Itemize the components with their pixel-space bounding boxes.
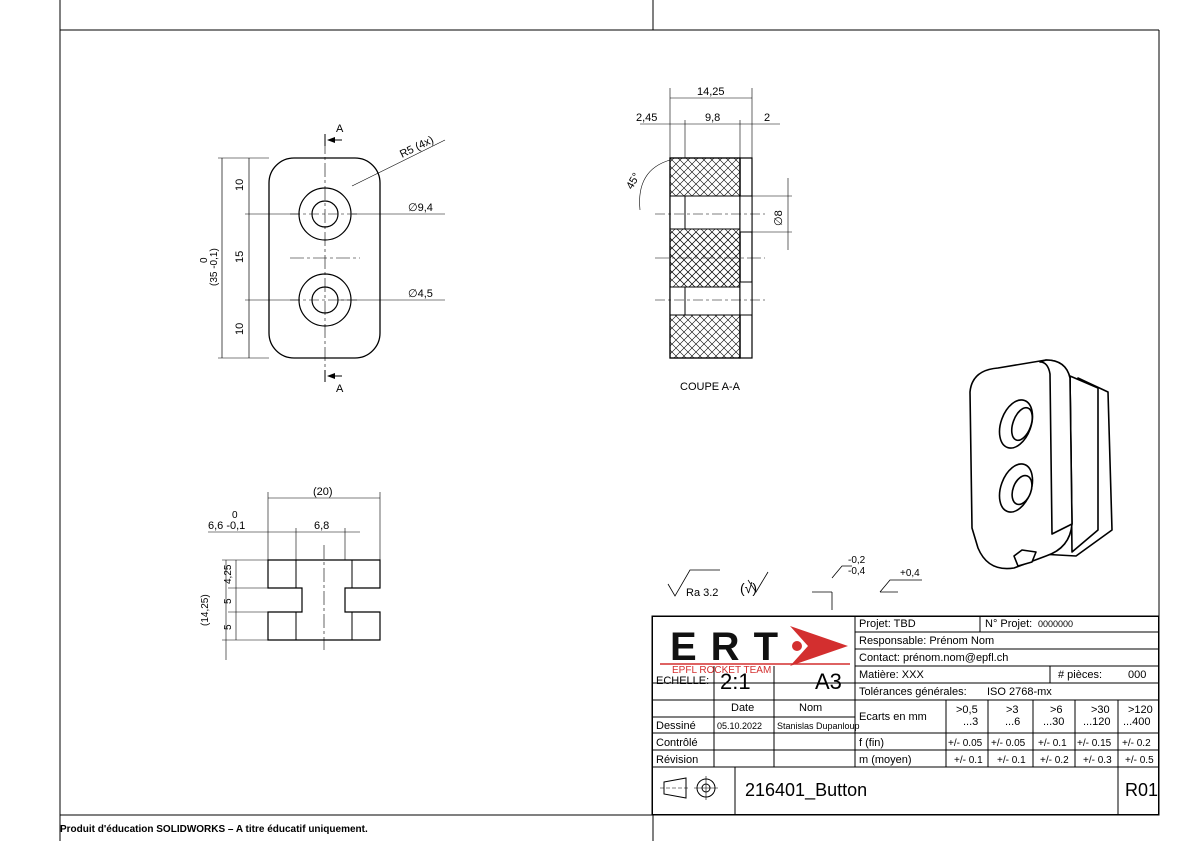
contact-field: Contact: prénom.nom@epfl.ch <box>859 652 1009 664</box>
ecarts-label: Ecarts en mm <box>859 711 927 723</box>
side-dim-left: 6,6 -0,1 <box>208 520 245 532</box>
col-date: Date <box>731 702 755 714</box>
diameter-bottom-label: ∅4,5 <box>408 288 433 300</box>
row-controle: Contrôlé <box>656 737 698 749</box>
part-name: 216401_Button <box>745 780 868 800</box>
tolerance-a-lower: -0,4 <box>848 566 866 577</box>
tolerance-a-upper: -0,2 <box>848 555 866 566</box>
fin-1: +/- 0.05 <box>948 738 983 749</box>
side-dim-425: 4,25 <box>223 564 234 584</box>
echelle-value: 2:1 <box>720 669 751 694</box>
title-block: ECHELLE: 2:1 A3 Projet: TBD N° Projet: 0… <box>652 616 1159 815</box>
section-dim-mid: 9,8 <box>705 112 720 124</box>
educational-watermark: Produit d'éducation SOLIDWORKS – A titre… <box>60 824 368 835</box>
section-view <box>639 88 792 359</box>
range-1-top: >0,5 <box>956 704 978 716</box>
echelle-label: ECHELLE: <box>656 675 710 687</box>
dessine-nom: Stanislas Dupanloup <box>777 721 860 731</box>
section-angle: 45° <box>624 171 643 191</box>
revision-code: R01 <box>1125 780 1159 800</box>
range-4-bottom: ...120 <box>1083 716 1111 728</box>
surface-finish-symbol <box>667 565 922 610</box>
range-2-bottom: ...6 <box>1005 716 1021 728</box>
dessine-date: 05.10.2022 <box>717 721 763 731</box>
fin-4: +/- 0.15 <box>1077 738 1112 749</box>
section-diameter: ∅8 <box>773 210 785 226</box>
range-4-top: >30 <box>1091 704 1110 716</box>
ert-logo: ERT EPFL ROCKET TEAM <box>660 625 850 676</box>
fin-label: f (fin) <box>859 737 885 749</box>
pieces-value: 000 <box>1128 669 1147 681</box>
side-dim-5b: 5 <box>223 624 234 630</box>
section-letter-top: A <box>336 123 344 135</box>
row-revision: Révision <box>656 754 699 766</box>
side-dim-mid: 6,8 <box>314 520 329 532</box>
col-nom: Nom <box>799 702 823 714</box>
side-dim-overall: (20) <box>313 486 333 498</box>
section-dim-left: 2,45 <box>636 112 657 124</box>
moyen-label: m (moyen) <box>859 754 912 766</box>
fin-3: +/- 0.1 <box>1038 738 1067 749</box>
side-view <box>208 492 381 660</box>
title-block-grid <box>651 615 1160 816</box>
diameter-top-label: ∅9,4 <box>408 202 433 214</box>
side-tolerance-upper: 0 <box>232 510 238 521</box>
isometric-view <box>969 359 1113 570</box>
range-5-top: >120 <box>1128 704 1153 716</box>
side-dim-vertical-overall: (14,25) <box>200 594 211 626</box>
front-view <box>218 134 446 382</box>
logo-team: EPFL ROCKET TEAM <box>672 665 771 676</box>
dim-10-top: 10 <box>234 179 246 191</box>
tolerances-value: ISO 2768-mx <box>987 686 1052 698</box>
overall-dimension: (35 -0,1) <box>209 248 220 286</box>
fin-2: +/- 0.05 <box>991 738 1026 749</box>
moyen-1: +/- 0.1 <box>954 755 983 766</box>
matiere-field: Matière: XXX <box>859 669 924 681</box>
side-dim-5a: 5 <box>223 598 234 604</box>
pieces-label: # pièces: <box>1058 669 1103 681</box>
moyen-4: +/- 0.3 <box>1083 755 1112 766</box>
radius-label: R5 (4x) <box>398 134 436 161</box>
range-2-top: >3 <box>1006 704 1019 716</box>
sheet-format: A3 <box>815 669 842 694</box>
logo-letters: ERT <box>670 625 792 669</box>
overall-tolerance-upper: 0 <box>199 257 210 263</box>
moyen-3: +/- 0.2 <box>1040 755 1069 766</box>
surface-ra: Ra 3.2 <box>686 587 718 599</box>
projection-symbol-icon <box>660 776 718 800</box>
projet-field: Projet: TBD <box>859 618 916 630</box>
responsable-field: Responsable: Prénom Nom <box>859 635 995 647</box>
surface-paren: (√) <box>740 580 757 596</box>
section-letter-bottom: A <box>336 383 344 395</box>
dim-10-bottom: 10 <box>234 323 246 335</box>
moyen-2: +/- 0.1 <box>997 755 1026 766</box>
tolerance-b: +0,4 <box>900 568 920 579</box>
tolerances-label: Tolérances générales: <box>859 686 967 698</box>
moyen-5: +/- 0.5 <box>1125 755 1154 766</box>
n-projet-label: N° Projet: <box>985 618 1033 630</box>
range-3-bottom: ...30 <box>1043 716 1065 728</box>
dim-15: 15 <box>234 251 246 263</box>
range-3-top: >6 <box>1050 704 1063 716</box>
n-projet-value: 0000000 <box>1038 619 1074 629</box>
fin-5: +/- 0.2 <box>1122 738 1151 749</box>
row-dessine: Dessiné <box>656 720 696 732</box>
range-1-bottom: ...3 <box>963 716 979 728</box>
range-5-bottom: ...400 <box>1123 716 1151 728</box>
section-dim-right: 2 <box>764 112 770 124</box>
section-dim-overall: 14,25 <box>697 86 725 98</box>
section-caption: COUPE A-A <box>680 381 741 393</box>
